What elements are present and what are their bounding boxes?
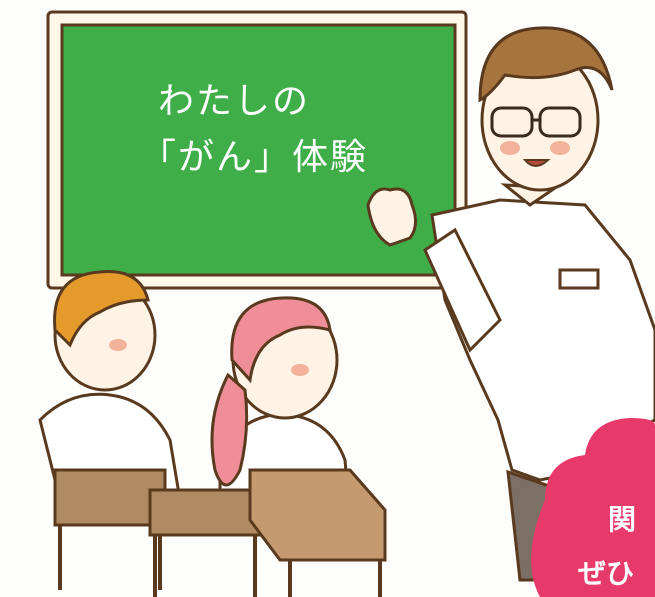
chalkboard-title-line1: わたしの xyxy=(158,81,311,122)
student-boy xyxy=(38,270,182,502)
badge-text-line2: ぜひ xyxy=(578,557,635,590)
chalkboard-title-line2: 「がん」体験 xyxy=(140,137,369,178)
desk xyxy=(53,468,387,597)
pink-badge xyxy=(531,418,655,597)
badge-text-line1: 関 xyxy=(608,503,637,536)
chalkboard xyxy=(46,10,468,290)
